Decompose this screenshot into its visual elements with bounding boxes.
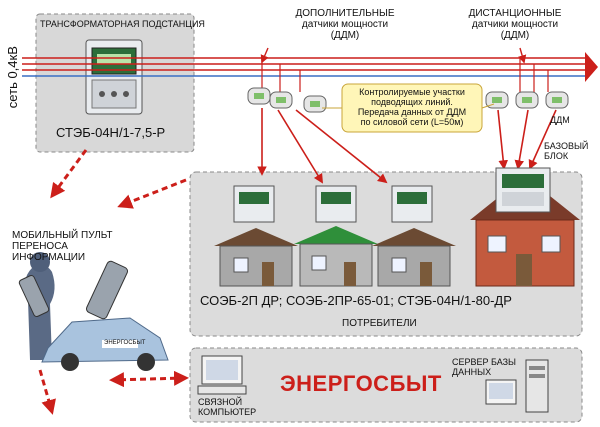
comm-computer-caption: СВЯЗНОЙ КОМПЬЮТЕР [198, 397, 257, 418]
dashed-flow-arrows [38, 149, 189, 415]
database-server [485, 359, 549, 413]
comm-computer [197, 355, 247, 395]
server-caption: СЕРВЕР БАЗЫ ДАННЫХ [452, 357, 517, 378]
ddm-sensor-group-extra [247, 87, 327, 113]
mobile-line2: ПЕРЕНОСА [12, 241, 68, 252]
callout-line3: Передача данных от ДДМ [357, 106, 467, 117]
substation-title: ТРАНСФОРМАТОРНАЯ ПОДСТАНЦИЯ [40, 19, 205, 29]
ddm-label: ДДМ [550, 115, 570, 125]
comm-pc-line2: КОМПЬЮТЕР [198, 406, 257, 417]
ddm-sensor-group-remote [485, 91, 569, 109]
office-panel [189, 347, 583, 423]
extra-sensors-line2: датчики мощности [301, 19, 389, 30]
callout-line4: по силовой сети (L=50м) [360, 116, 464, 127]
mobile-operator [18, 252, 128, 360]
base-unit-caption: БАЗОВЫЙ БЛОК [544, 141, 589, 162]
substation-meter-model: СТЭБ-04Н/1-7,5-Р [56, 125, 166, 140]
callout-line1: Контролируемые участки [359, 87, 465, 97]
callout-text: Контролируемые участки подводящих линий.… [344, 87, 480, 128]
network-label: сеть 0,4кВ [4, 46, 20, 109]
server-line1: СЕРВЕР БАЗЫ [452, 357, 517, 367]
callout-line2: подводящих линий. [371, 96, 453, 107]
remote-sensors-line3: (ДДМ) [500, 30, 530, 41]
mobile-unit-caption: МОБИЛЬНЫЙ ПУЛЬТ ПЕРЕНОСА ИНФОРМАЦИИ [12, 230, 112, 263]
callout-pointers [322, 103, 495, 109]
remote-sensors-line2: датчики мощности [471, 19, 559, 30]
car-brand-label: ЭНЕРГОСБЫТ [104, 340, 146, 346]
house-1 [214, 185, 298, 287]
mobile-line1: МОБИЛЬНЫЙ ПУЛЬТ [12, 230, 113, 241]
house-2 [294, 185, 378, 287]
base-unit-line1: БАЗОВЫЙ [544, 141, 589, 151]
company-logo-text: ЭНЕРГОСБЫТ [280, 371, 442, 396]
remote-sensors-caption: ДИСТАНЦИОННЫЕ датчики мощности (ДДМ) [440, 8, 590, 41]
consumer-meter-models: СОЭБ-2П ДР; СОЭБ-2ПР-65-01; СТЭБ-04Н/1-8… [200, 293, 512, 308]
extra-sensors-line3: (ДДМ) [330, 30, 360, 41]
base-unit-line2: БЛОК [544, 150, 569, 161]
house-brick-base-unit [470, 167, 580, 287]
comm-pc-line1: СВЯЗНОЙ [198, 397, 243, 407]
extra-sensor-drops [261, 58, 549, 92]
mobile-line3: ИНФОРМАЦИИ [12, 252, 86, 263]
data-transfer-arrows [257, 108, 557, 184]
consumers-title: ПОТРЕБИТЕЛИ [342, 318, 417, 329]
extra-sensors-caption: ДОПОЛНИТЕЛЬНЫЕ датчики мощности (ДДМ) [270, 8, 420, 41]
server-line2: ДАННЫХ [452, 366, 492, 377]
remote-sensors-line1: ДИСТАНЦИОННЫЕ [468, 8, 562, 19]
extra-sensors-line1: ДОПОЛНИТЕЛЬНЫЕ [295, 8, 395, 19]
service-car [41, 317, 169, 371]
power-lines [22, 52, 598, 82]
sensor-caption-arrows [260, 47, 527, 64]
house-3 [372, 185, 456, 287]
